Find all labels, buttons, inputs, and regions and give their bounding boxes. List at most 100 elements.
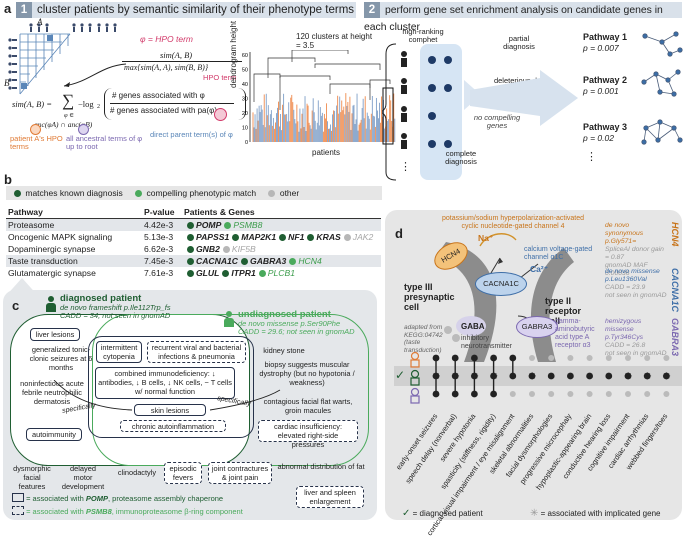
step1-number: 1 — [16, 2, 32, 18]
gene-name: MAP2K1 — [241, 232, 277, 242]
contagious-warts: contagious facial flat warts, groin macu… — [263, 397, 353, 415]
phenotype-dot — [643, 372, 651, 380]
association-star: ✳ — [432, 372, 440, 383]
dendrogram-merge — [329, 83, 371, 94]
undiagnosed-icon — [224, 311, 234, 327]
phenotype-dot — [490, 354, 497, 362]
pathway-arrow — [470, 70, 578, 126]
gene-dot — [258, 270, 266, 277]
direct-parent-note: direct parent term(s) of φ — [150, 130, 233, 139]
gabra3-variant: hemizygous missense p.Tyr346Cys CADD = 2… — [605, 318, 669, 358]
type3-cell-label: type III presynaptic cell — [404, 282, 455, 312]
legend-dot-compelling — [135, 190, 143, 197]
ancestral-terms-marker — [78, 124, 89, 135]
gene-dot — [187, 258, 194, 265]
step1-text: cluster patients by semantic similarity … — [37, 4, 355, 16]
legend-psmb8-pre: = associated with — [26, 507, 86, 516]
gene-dot — [307, 234, 315, 241]
phenotype-dot — [490, 390, 497, 398]
phenotype-dot — [663, 391, 670, 397]
sum-subscript-2: anc(φA) ∩ anc(φB) — [34, 120, 93, 129]
cacna1c-channel: CACNA1C — [475, 272, 527, 296]
association-star: ✳ — [624, 372, 632, 383]
gab-var-3: CADD = 26.8 — [605, 342, 646, 349]
gene-name: ITPR1 — [231, 268, 256, 278]
gene-name: POMP — [196, 220, 222, 230]
generalized-seizures: generalized tonic-clonic seizures at 6 m… — [29, 345, 93, 372]
pathway-2-p: p = 0.001 — [583, 86, 619, 96]
matrix-label-b: B — [4, 78, 10, 88]
frac-denominator: # genes associated with pa(φ) — [110, 106, 218, 115]
phenotype-dot — [586, 391, 593, 397]
pathway-3-p: p = 0.02 — [583, 133, 614, 143]
diagnosed-cadd: CADD = 34; not seen in gnomAD — [60, 311, 171, 320]
dendrogram-merge — [314, 63, 381, 70]
dendrogram-merge — [369, 79, 391, 100]
matrix-label-a: A — [37, 17, 43, 27]
phenotype-dot — [605, 391, 612, 397]
partial-note: partial diagnosis — [503, 34, 535, 51]
phenotype-dot — [548, 355, 555, 361]
undiagnosed-variant: de novo missense p.Ser90Phe — [238, 319, 341, 328]
liver-lesions-box: liver lesions — [30, 328, 80, 341]
gabra3-channel-label: GABRA3 — [521, 322, 553, 331]
diagnosed-title: diagnosed patient — [60, 293, 142, 304]
frac-numerator: # genes associated with φ — [112, 91, 205, 100]
gene-dot — [343, 234, 351, 241]
pathway-name: Taste transduction — [8, 256, 78, 266]
patient-terms-marker — [30, 124, 41, 135]
diagnosed-check: ✓ — [395, 368, 406, 382]
phenotype-dot — [586, 372, 593, 380]
cardiac-insufficiency-box: cardiac insufficiency: elevated right-si… — [258, 420, 358, 449]
cacna1c-channel-label: CACNA1C — [483, 279, 519, 288]
patient-ellipsis: ⋮ — [400, 161, 411, 173]
gene-dot — [187, 270, 194, 277]
step2-text: perform gene set enrichment analysis on … — [364, 5, 663, 33]
legend-compelling-label: compelling phenotypic match — [146, 188, 257, 198]
gene-name: PLCB1 — [267, 268, 295, 278]
pathway-name: Glutamatergic synapse — [8, 268, 96, 278]
dysmorphic-facial: dysmorphic facial features — [13, 464, 51, 491]
pathway-pvalue: 7.45e-3 — [144, 256, 174, 266]
phi-hpo-label: φ = HPO term — [140, 34, 194, 44]
gene-dot — [222, 246, 230, 253]
pathway-name: Dopaminergic synapse — [8, 244, 96, 254]
association-star: ✳ — [451, 372, 459, 383]
recurrent-infections-box: recurrent viral and bacterial infections… — [147, 341, 246, 363]
association-star: ✳ — [643, 372, 651, 383]
phenotype-dot — [663, 372, 670, 380]
association-star: ✳ — [470, 372, 478, 383]
gene-dot — [241, 258, 249, 265]
phenotype-dot — [451, 390, 459, 398]
intermittent-cytopenia-box: intermittent cytopenia — [96, 341, 142, 363]
phenotype-dot — [547, 372, 555, 380]
legend-star-icon: ✳ — [530, 508, 539, 519]
association-star: ✳ — [662, 372, 670, 383]
step2-number: 2 — [364, 2, 380, 18]
formula-bar — [122, 61, 242, 62]
no-compelling-note: no compelling genes — [473, 113, 521, 130]
legend-psmb8: = associated with PSMB8, immunoproteasom… — [12, 506, 243, 516]
pathway-3-name: Pathway 3 — [583, 122, 628, 132]
formula-bracket — [104, 88, 246, 120]
cacna1c-gene-vertical: CACNA1C — [670, 268, 680, 313]
legend-pomp-swatch — [12, 493, 24, 502]
phenotype-dot — [567, 391, 574, 397]
abnormal-fat: abnormal distribution of fat — [277, 462, 365, 471]
pathway-1-p: p = 0.007 — [583, 43, 619, 53]
phenotype-dot — [529, 391, 535, 397]
biopsy-text: biopsy suggests muscular dystrophy (but … — [259, 360, 355, 387]
gabra3-gene-vertical: GABRA3 — [670, 318, 680, 357]
skin-lesions-box: skin lesions — [134, 404, 206, 416]
log-subscript: 2 — [97, 104, 100, 110]
phenotype-dot — [605, 355, 612, 361]
hcn4-gene-vertical: HCN4 — [670, 222, 680, 247]
phenotype-dot — [432, 390, 440, 398]
